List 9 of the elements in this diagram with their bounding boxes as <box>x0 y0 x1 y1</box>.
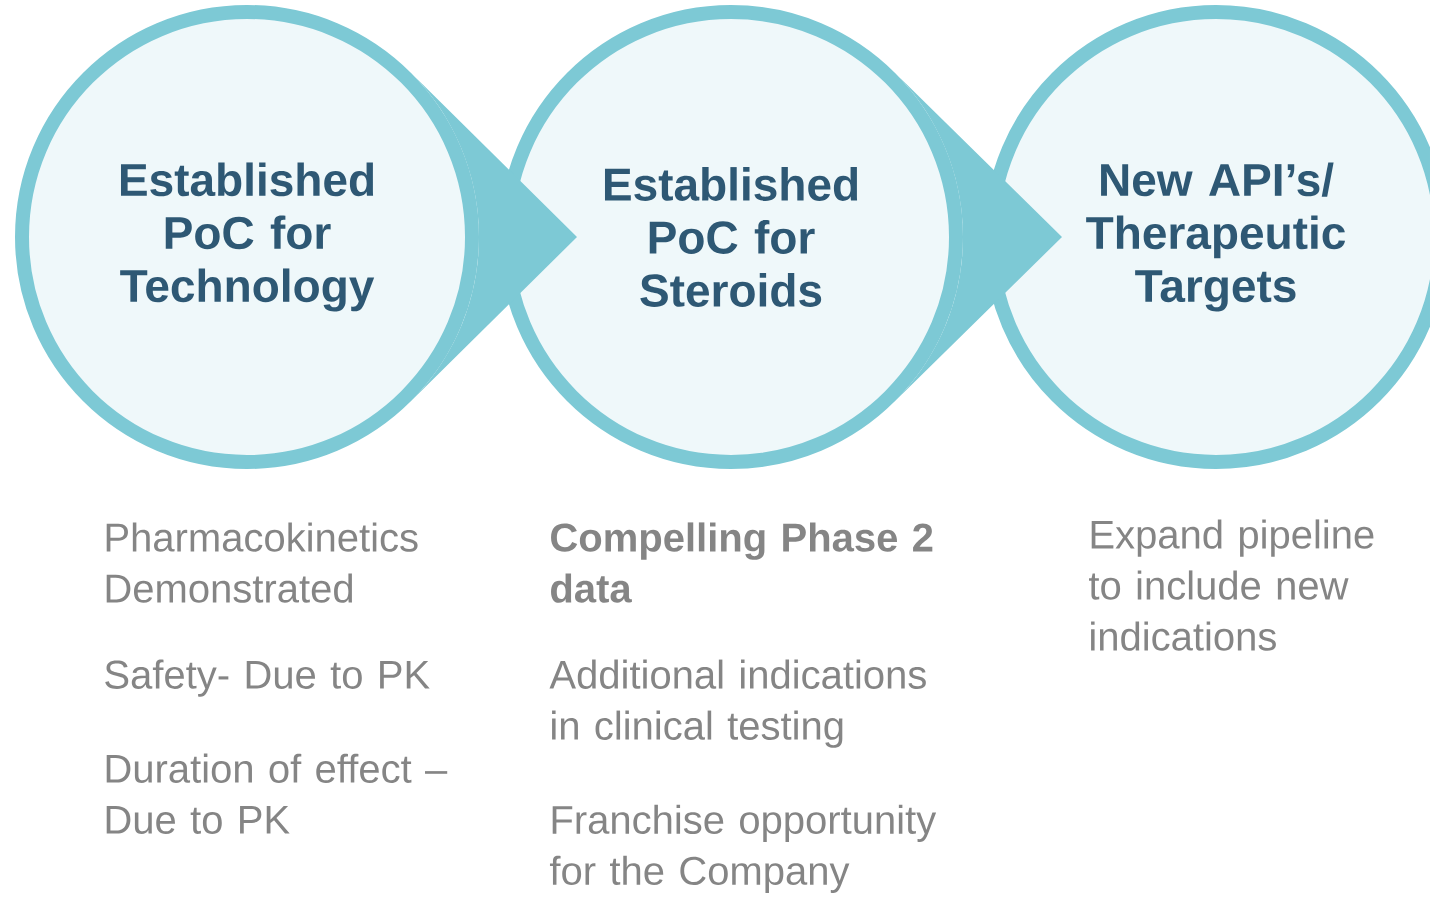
list-text: Duration of effect – Due to PK <box>106 753 448 834</box>
list-text: Franchise opportunity for the Company <box>549 804 937 893</box>
chevron-arrow <box>894 72 1062 402</box>
list-text: Expand pipeline to include new indications <box>1089 519 1374 651</box>
list-text: Safety- Due to PK <box>105 659 430 697</box>
list-text: Pharmacokinetics Demonstrated <box>106 522 418 603</box>
list-text: Compelling Phase 2 data <box>551 522 933 603</box>
chevron-arrow <box>410 72 577 402</box>
list-text: Additional indications in clinical testing <box>549 659 926 748</box>
